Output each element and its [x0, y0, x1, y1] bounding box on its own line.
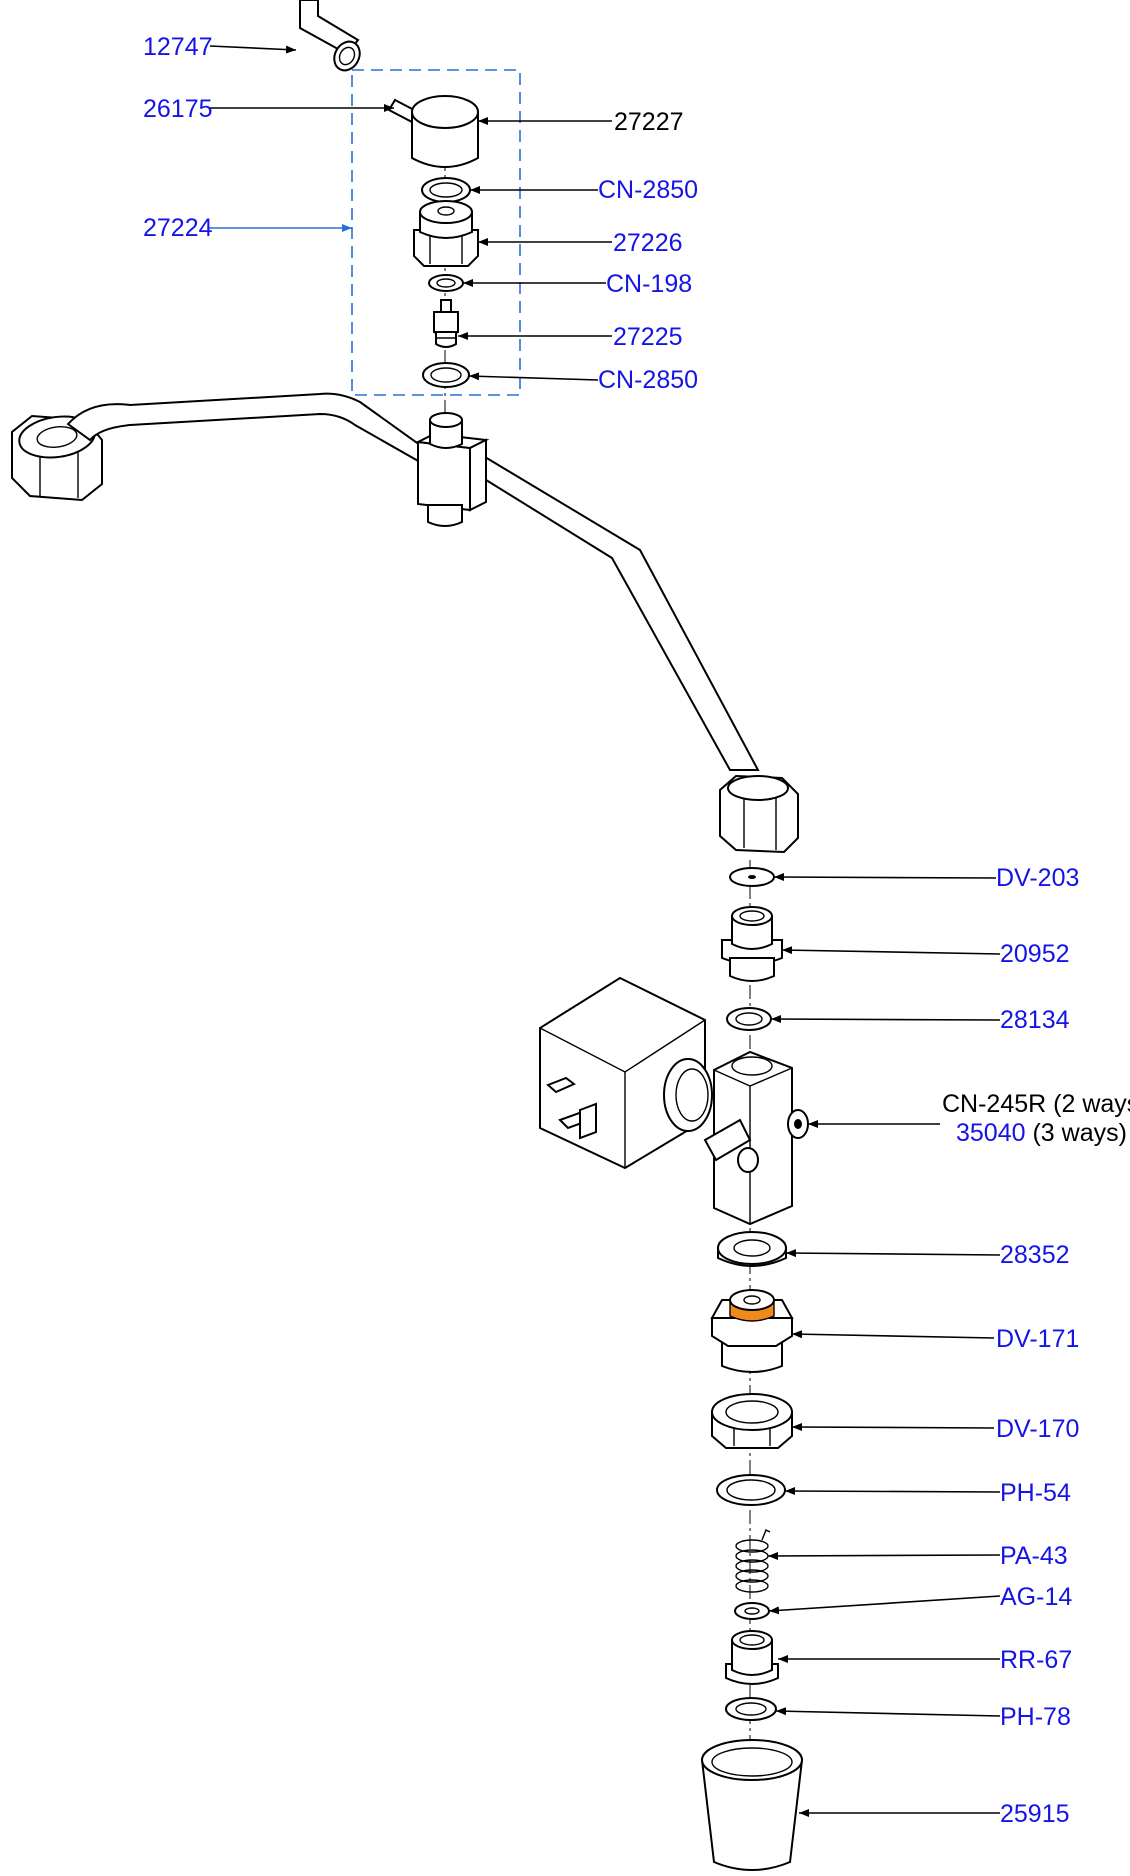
- nut-27226: [413, 200, 479, 267]
- callout-ph78[interactable]: PH-78: [1000, 1703, 1071, 1731]
- callout-valve-line2-suffix: (3 ways): [1026, 1119, 1127, 1147]
- kit-box-27224: [351, 69, 521, 396]
- callout-27224[interactable]: 27224: [143, 214, 213, 242]
- fitting-20952: [721, 906, 783, 982]
- callout-cn198[interactable]: CN-198: [606, 270, 692, 298]
- ring-ph54: [716, 1474, 786, 1506]
- callout-27226[interactable]: 27226: [613, 229, 683, 257]
- ring-ph78: [725, 1697, 777, 1721]
- washer-28134: [726, 1007, 772, 1031]
- callout-cn2850-bottom[interactable]: CN-2850: [598, 366, 698, 394]
- cup-25915: [700, 1739, 804, 1871]
- callout-dv171[interactable]: DV-171: [996, 1325, 1079, 1353]
- fitting-dv171: [710, 1289, 794, 1373]
- callout-28134[interactable]: 28134: [1000, 1006, 1070, 1034]
- pin-27225: [433, 299, 459, 348]
- washer-28352: [717, 1231, 787, 1267]
- tube-12747: [299, 0, 361, 72]
- oring-cn2850-bottom: [422, 362, 470, 388]
- callout-ag14[interactable]: AG-14: [1000, 1583, 1072, 1611]
- callout-valve-line2: 35040 (3 ways): [956, 1119, 1127, 1147]
- callout-ph54[interactable]: PH-54: [1000, 1479, 1071, 1507]
- callout-pa43[interactable]: PA-43: [1000, 1542, 1068, 1570]
- callout-dv203[interactable]: DV-203: [996, 864, 1079, 892]
- washer-ag14: [734, 1602, 770, 1620]
- leader-lines: [208, 45, 1001, 1817]
- callout-26175[interactable]: 26175: [143, 95, 213, 123]
- callout-rr67[interactable]: RR-67: [1000, 1646, 1072, 1674]
- callout-27227: 27227: [614, 108, 684, 136]
- nut-dv170: [711, 1393, 793, 1449]
- washer-cn198: [428, 274, 464, 292]
- spring-pa43: [735, 1529, 771, 1593]
- callout-cn2850-top[interactable]: CN-2850: [598, 176, 698, 204]
- callout-25915[interactable]: 25915: [1000, 1800, 1070, 1828]
- callout-12747[interactable]: 12747: [143, 33, 213, 61]
- oring-cn2850-top: [421, 177, 471, 203]
- disc-dv203: [729, 867, 775, 887]
- cap-27227: [387, 95, 479, 168]
- callout-35040[interactable]: 35040: [956, 1119, 1026, 1147]
- callout-27225[interactable]: 27225: [613, 323, 683, 351]
- callout-dv170[interactable]: DV-170: [996, 1415, 1079, 1443]
- callout-valve-line1: CN-245R (2 ways): [942, 1090, 1130, 1118]
- solenoid-valve: [539, 976, 809, 1226]
- callout-20952[interactable]: 20952: [1000, 940, 1070, 968]
- callout-28352[interactable]: 28352: [1000, 1241, 1070, 1269]
- fitting-rr67: [725, 1630, 779, 1685]
- steam-pipe: [11, 392, 799, 854]
